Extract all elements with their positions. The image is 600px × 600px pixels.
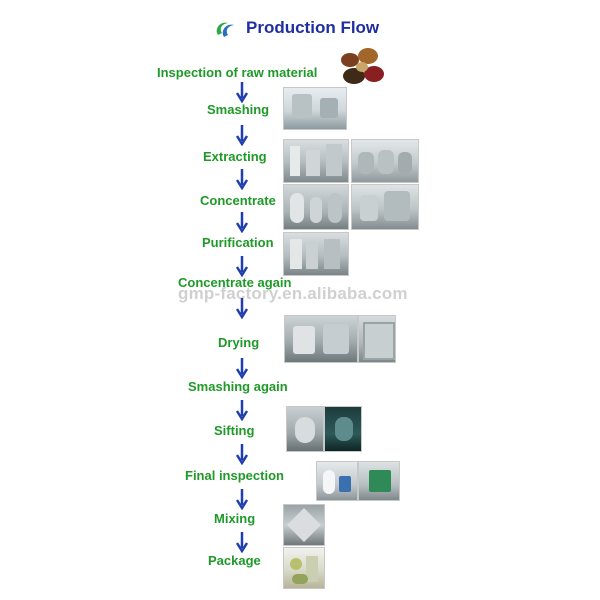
watermark: gmp-factory.en.alibaba.com bbox=[178, 284, 408, 303]
down-arrow-icon bbox=[235, 125, 249, 146]
step-smashing: Smashing bbox=[207, 102, 270, 117]
header: Production Flow bbox=[212, 16, 379, 40]
down-arrow-icon bbox=[235, 298, 249, 319]
down-arrow-icon bbox=[235, 358, 249, 379]
step-package: Package bbox=[208, 553, 261, 568]
step-drying: Drying bbox=[218, 335, 260, 350]
mixing-photo bbox=[283, 504, 325, 546]
step-final-inspection: Final inspection bbox=[185, 468, 284, 483]
step-sifting: Sifting bbox=[214, 423, 255, 438]
swirl-logo-icon bbox=[216, 22, 234, 37]
step-inspection-raw-material: Inspection of raw material bbox=[157, 65, 318, 80]
extracting-photo-1 bbox=[283, 139, 349, 183]
down-arrow-icon bbox=[235, 212, 249, 233]
final-inspection-photo-2 bbox=[358, 461, 400, 501]
step-mixing: Mixing bbox=[214, 511, 256, 526]
package-photo bbox=[283, 547, 325, 589]
step-purification: Purification bbox=[202, 235, 274, 250]
extracting-photo-2 bbox=[351, 139, 419, 183]
down-arrow-icon bbox=[235, 169, 249, 190]
drying-photo-2 bbox=[358, 315, 396, 363]
smashing-photo bbox=[283, 87, 347, 130]
down-arrow-icon bbox=[235, 256, 249, 277]
down-arrow-icon bbox=[235, 532, 249, 553]
step-extracting: Extracting bbox=[203, 149, 267, 164]
step-concentrate-again: Concentrate again bbox=[178, 275, 292, 290]
down-arrow-icon bbox=[235, 82, 249, 103]
sifting-photo-2 bbox=[324, 406, 362, 452]
step-concentrate: Concentrate bbox=[200, 193, 276, 208]
drying-photo-1 bbox=[284, 315, 358, 363]
down-arrow-icon bbox=[235, 489, 249, 510]
concentrate-photo-2 bbox=[351, 184, 419, 230]
page-title: Production Flow bbox=[246, 18, 380, 37]
down-arrow-icon bbox=[235, 444, 249, 465]
sifting-photo-1 bbox=[286, 406, 324, 452]
final-inspection-photo-1 bbox=[316, 461, 358, 501]
concentrate-photo-1 bbox=[283, 184, 349, 230]
step-smashing-again: Smashing again bbox=[188, 379, 288, 394]
raw-herbs-photo bbox=[341, 48, 384, 84]
down-arrow-icon bbox=[235, 400, 249, 421]
purification-photo bbox=[283, 232, 349, 276]
